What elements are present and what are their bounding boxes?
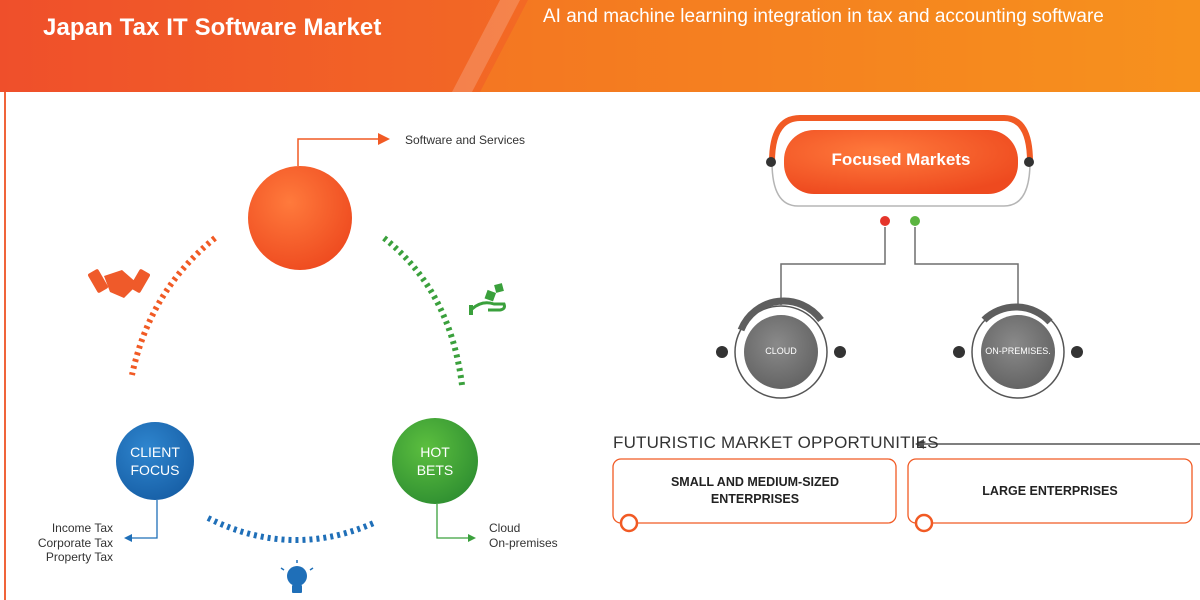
software-services-label: Software and Services [405, 133, 526, 147]
header-slant-decoration [452, 0, 1200, 92]
blue-dotted-arc [206, 515, 378, 543]
green-dotted-arc [382, 235, 465, 386]
hot-bets-node [392, 418, 478, 542]
client-focus-label: CLIENT FOCUS [130, 444, 180, 478]
focused-markets-label: Focused Markets [831, 150, 971, 169]
on-premises-label: ON-PREMISES. [985, 346, 1051, 356]
client-focus-node [116, 422, 194, 542]
opportunity-box-sme [612, 458, 897, 533]
list-item: Income Tax [51, 521, 113, 535]
list-item: On-premises [489, 536, 558, 550]
page-title: Japan Tax IT Software Market [43, 14, 382, 41]
list-item: Corporate Tax [37, 535, 113, 550]
page-subtitle: AI and machine learning integration in t… [543, 6, 1104, 27]
header-banner: Japan Tax IT Software Market AI and mach… [0, 0, 1200, 92]
opportunity-box-large [907, 458, 1193, 533]
on-premises-segment-node [953, 303, 1083, 399]
cloud-segment-node [716, 297, 846, 399]
client-focus-list: Income Tax Corporate Tax Property Tax [20, 521, 113, 565]
focused-markets-connectors [780, 216, 1019, 305]
large-enterprises-box-label: LARGE ENTERPRISES [982, 484, 1118, 498]
cloud-label: CLOUD [765, 346, 797, 356]
opportunities-title: FUTURISTIC MARKET OPPORTUNITIES [613, 433, 939, 452]
handshake-icon [88, 269, 150, 298]
lightbulb-icon [280, 560, 314, 593]
top-orange-node [248, 133, 390, 270]
sme-box-label: SMALL AND MEDIUM-SIZED ENTERPRISES [670, 475, 840, 506]
orange-dotted-arc [129, 235, 217, 376]
list-item: Property Tax [45, 550, 113, 564]
list-item: Cloud [489, 521, 521, 535]
left-divider [4, 92, 6, 600]
hot-bets-list: Cloud On-premises [489, 521, 558, 551]
opportunities-arrow [915, 439, 1200, 449]
hot-bets-label: HOT BETS [416, 444, 454, 478]
focused-markets-pill [766, 115, 1034, 207]
money-dice-icon [469, 283, 506, 315]
